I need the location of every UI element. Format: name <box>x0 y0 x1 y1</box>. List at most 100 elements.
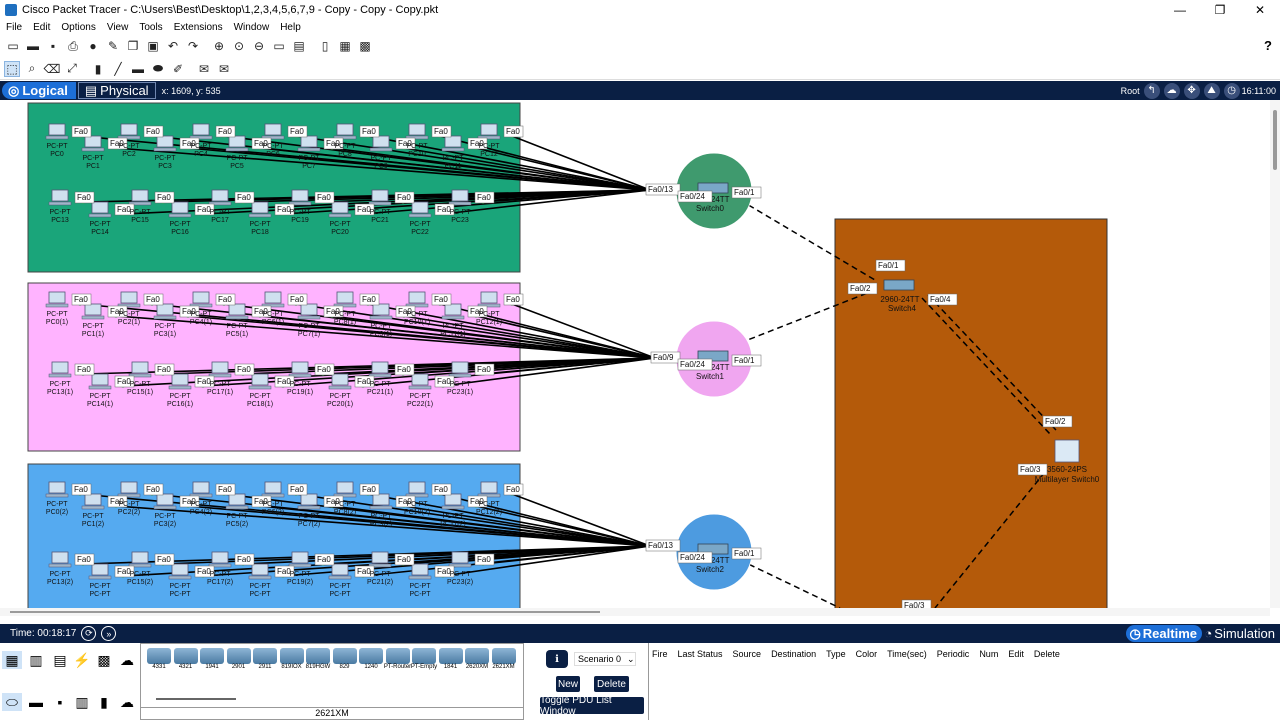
pc-icon[interactable] <box>480 123 498 136</box>
menu-window[interactable]: Window <box>233 21 270 33</box>
device-819hgw[interactable]: 819HGW <box>304 648 332 674</box>
ellipse-icon[interactable]: ⬬ <box>152 61 164 75</box>
pc-icon[interactable] <box>408 291 426 304</box>
new-icon[interactable]: ▭ <box>7 39 19 53</box>
pc-icon[interactable] <box>120 481 138 494</box>
pc-icon[interactable] <box>372 135 390 148</box>
simple-pdu-icon[interactable]: ✉ <box>198 61 210 76</box>
pc-icon[interactable] <box>300 493 318 506</box>
help-icon[interactable]: ? <box>1264 38 1272 53</box>
pc-icon[interactable] <box>211 361 229 374</box>
device-pt-empty[interactable]: PT-Empty <box>410 648 438 674</box>
maximize-button[interactable]: ❐ <box>1214 3 1226 17</box>
pc-icon[interactable] <box>411 563 429 576</box>
tab-physical[interactable]: ▤ Physical <box>77 82 156 99</box>
device-2621xm[interactable]: 2621XM <box>490 648 518 674</box>
pc-icon[interactable] <box>291 361 309 374</box>
pc-icon[interactable] <box>251 201 269 214</box>
viewport-icon[interactable]: ▦ <box>339 39 351 53</box>
device-2620xm[interactable]: 2620XM <box>463 648 491 674</box>
pc-icon[interactable] <box>211 189 229 202</box>
drawing-palette-icon[interactable]: ▭ <box>273 39 285 53</box>
horizontal-scrollbar[interactable] <box>0 608 1270 616</box>
pc-icon[interactable] <box>171 201 189 214</box>
pc-icon[interactable] <box>451 189 469 202</box>
back-icon[interactable]: ↰ <box>1143 82 1160 99</box>
pc-icon[interactable] <box>131 551 149 564</box>
pc-icon[interactable] <box>48 481 66 494</box>
menu-options[interactable]: Options <box>61 21 96 33</box>
root-label[interactable]: Root <box>1120 85 1140 96</box>
switch-icon[interactable] <box>697 543 729 555</box>
pc-icon[interactable] <box>300 135 318 148</box>
device-4331[interactable]: 4331 <box>145 648 173 674</box>
note-icon[interactable]: ▮ <box>94 61 102 76</box>
pc-icon[interactable] <box>300 303 318 316</box>
security-icon[interactable]: ▮ <box>100 693 108 710</box>
device-2911[interactable]: 2911 <box>251 648 279 674</box>
pc-icon[interactable] <box>84 493 102 506</box>
pc-icon[interactable] <box>91 373 109 386</box>
zoom-reset-icon[interactable]: ⊙ <box>233 39 245 53</box>
pc-icon[interactable] <box>336 123 354 136</box>
rectangle-icon[interactable]: ▬ <box>132 61 144 76</box>
pc-icon[interactable] <box>251 373 269 386</box>
save-icon[interactable]: ▪ <box>50 39 56 53</box>
pc-icon[interactable] <box>84 135 102 148</box>
print-icon[interactable]: ⎙ <box>68 38 78 53</box>
open-icon[interactable]: ▬ <box>27 39 39 53</box>
pc-icon[interactable] <box>372 493 390 506</box>
redo-icon[interactable]: ↷ <box>187 39 199 53</box>
pc-icon[interactable] <box>120 123 138 136</box>
pc-icon[interactable] <box>331 563 349 576</box>
pc-icon[interactable] <box>131 361 149 374</box>
menu-tools[interactable]: Tools <box>139 21 163 33</box>
device-list-scrollbar[interactable] <box>156 698 236 700</box>
simulation-mode-button[interactable]: ◔ Simulation <box>1201 625 1278 642</box>
device-1841[interactable]: 1841 <box>437 648 465 674</box>
pc-icon[interactable] <box>411 373 429 386</box>
menu-view[interactable]: View <box>106 21 129 33</box>
menu-edit[interactable]: Edit <box>33 21 51 33</box>
wireless-icon[interactable]: ▥ <box>75 693 89 710</box>
complex-pdu-icon[interactable]: ✉ <box>218 61 230 76</box>
new-scenario-button[interactable]: New <box>556 676 580 692</box>
core-switch-icon[interactable] <box>883 279 915 291</box>
image-icon[interactable]: ▩ <box>359 39 371 53</box>
multiuser-icon[interactable]: ☁ <box>120 651 134 668</box>
paste-icon[interactable]: ▣ <box>147 39 159 53</box>
pc-icon[interactable] <box>171 563 189 576</box>
pc-icon[interactable] <box>171 373 189 386</box>
pc-icon[interactable] <box>411 201 429 214</box>
pc-icon[interactable] <box>264 481 282 494</box>
pc-icon[interactable] <box>444 303 462 316</box>
environment-icon[interactable]: ⛰ <box>1203 82 1220 99</box>
pc-icon[interactable] <box>264 123 282 136</box>
pc-icon[interactable] <box>336 291 354 304</box>
switch-icon[interactable] <box>697 182 729 194</box>
pc-icon[interactable] <box>120 291 138 304</box>
end-devices-icon[interactable]: ▥ <box>29 651 43 668</box>
hubs-icon[interactable]: ▪ <box>57 694 63 710</box>
pc-icon[interactable] <box>228 303 246 316</box>
pc-icon[interactable] <box>331 201 349 214</box>
line-icon[interactable]: ╱ <box>114 61 122 76</box>
inspect-icon[interactable]: ⌕ <box>28 61 36 75</box>
routers-icon[interactable]: ⬭ <box>2 693 22 711</box>
undo-icon[interactable]: ↶ <box>167 39 179 53</box>
minimize-button[interactable]: — <box>1174 3 1186 17</box>
toggle-pdu-list-button[interactable]: Toggle PDU List Window <box>540 695 644 717</box>
freeform-icon[interactable]: ✐ <box>172 61 184 76</box>
pc-icon[interactable] <box>91 201 109 214</box>
pc-icon[interactable] <box>51 361 69 374</box>
wan-emulation-icon[interactable]: ☁ <box>120 693 134 710</box>
scenario-select[interactable]: Scenario 0 ⌄ <box>574 652 636 666</box>
pc-icon[interactable] <box>331 373 349 386</box>
select-icon[interactable]: ⬚ <box>4 60 20 77</box>
pc-icon[interactable] <box>228 493 246 506</box>
pc-icon[interactable] <box>51 551 69 564</box>
switch-icon[interactable] <box>697 350 729 362</box>
pc-icon[interactable] <box>211 551 229 564</box>
network-devices-icon[interactable]: ▦ <box>2 651 22 669</box>
pc-icon[interactable] <box>451 361 469 374</box>
